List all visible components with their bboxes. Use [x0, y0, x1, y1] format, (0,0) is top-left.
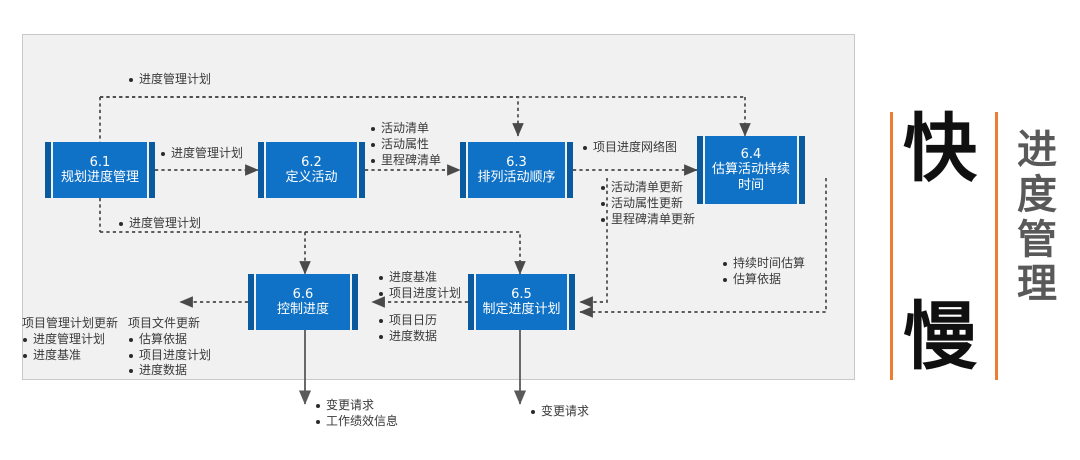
box-edge-right: [149, 142, 155, 198]
accent-rule-right: [995, 112, 998, 380]
big-char-fast: 快: [903, 106, 977, 192]
accent-rule-left: [890, 112, 893, 380]
box-separator-right: [565, 142, 567, 198]
label-header: 项目管理计划更新: [22, 316, 119, 330]
box-edge-right: [569, 274, 575, 330]
box-edge-left: [45, 142, 51, 198]
box-edge-right: [359, 142, 365, 198]
process-box-6-1[interactable]: 6.1 规划进度管理: [45, 142, 155, 198]
box-separator-left: [51, 142, 53, 198]
label-project-doc-updates: 项目文件更新 估算依据 项目进度计划 进度数据: [128, 316, 211, 379]
label-item: 估算依据: [722, 272, 805, 288]
process-number: 6.1: [89, 154, 111, 170]
process-name-line-2: 时间: [737, 177, 764, 193]
label-6-5-to-6-6-top: 进度基准 项目进度计划: [378, 270, 461, 302]
label-pm-plan-updates: 项目管理计划更新 进度管理计划 进度基准: [22, 316, 118, 363]
vertical-title: 进 度 管 理: [1010, 128, 1064, 307]
label-6-1-down: 进度管理计划: [118, 216, 201, 232]
process-number: 6.3: [506, 154, 527, 170]
box-edge-left: [460, 142, 466, 198]
box-separator-right: [797, 136, 799, 204]
label-header: 项目文件更新: [128, 316, 201, 330]
label-item: 变更请求: [315, 398, 398, 414]
box-separator-left: [254, 274, 256, 330]
label-6-2-to-6-3: 活动清单 活动属性 里程碑清单: [370, 121, 441, 168]
box-separator-left: [264, 142, 266, 198]
process-box-6-4[interactable]: 6.4 估算活动持续 时间: [697, 136, 805, 204]
label-item: 进度管理计划: [22, 332, 118, 348]
process-box-6-5[interactable]: 6.5 制定进度计划: [468, 274, 575, 330]
process-number: 6.5: [511, 286, 532, 302]
label-item: 进度基准: [378, 270, 461, 286]
label-item: 进度管理计划: [118, 216, 201, 232]
process-number: 6.4: [740, 147, 762, 162]
vertical-title-char-1: 进: [1017, 127, 1057, 173]
process-name: 控制进度: [276, 302, 329, 317]
label-6-3-to-6-4: 项目进度网络图: [582, 140, 677, 156]
process-name: 规划进度管理: [60, 170, 139, 185]
box-edge-left: [248, 274, 254, 330]
label-item: 项目进度计划: [128, 348, 211, 364]
box-separator-left: [466, 142, 468, 198]
label-6-4-outputs: 持续时间估算 估算依据: [722, 256, 805, 288]
process-number: 6.6: [292, 286, 314, 302]
label-item: 估算依据: [128, 332, 211, 348]
label-item: 活动清单: [370, 121, 441, 137]
box-separator-right: [357, 142, 359, 198]
big-char-slow: 慢: [903, 294, 977, 380]
label-item: 进度数据: [378, 329, 437, 345]
label-item: 项目日历: [378, 313, 437, 329]
process-box-6-2[interactable]: 6.2 定义活动: [258, 142, 365, 198]
box-edge-left: [468, 274, 474, 330]
box-edge-right: [567, 142, 573, 198]
box-edge-right: [352, 274, 358, 330]
box-edge-right: [799, 136, 805, 204]
label-item: 工作绩效信息: [315, 414, 398, 430]
label-6-5-outputs: 变更请求: [530, 404, 589, 420]
label-item: 进度管理计划: [160, 146, 243, 162]
label-item: 里程碑清单更新: [600, 212, 695, 228]
label-item: 活动清单更新: [600, 180, 695, 196]
label-item: 变更请求: [530, 404, 589, 420]
process-name: 制定进度计划: [482, 302, 561, 317]
process-number: 6.2: [301, 154, 322, 170]
label-6-1-to-6-2: 进度管理计划: [160, 146, 243, 162]
label-item: 项目进度网络图: [582, 140, 677, 156]
label-top-feedback: 进度管理计划: [128, 72, 211, 88]
box-separator-right: [350, 274, 352, 330]
vertical-title-char-4: 理: [1017, 261, 1057, 308]
label-item: 里程碑清单: [370, 153, 441, 169]
label-item: 进度数据: [128, 363, 211, 379]
box-edge-left: [258, 142, 264, 198]
box-separator-left: [474, 274, 476, 330]
process-name: 定义活动: [285, 170, 338, 185]
process-name: 排列活动顺序: [477, 170, 556, 185]
box-separator-left: [703, 136, 705, 204]
label-item: 活动属性更新: [600, 196, 695, 212]
vertical-title-char-3: 管: [1017, 216, 1057, 263]
box-edge-left: [697, 136, 703, 204]
process-name-line-1: 估算活动持续: [711, 162, 790, 178]
label-item: 持续时间估算: [722, 256, 805, 272]
vertical-title-char-2: 度: [1017, 171, 1057, 218]
label-item: 项目进度计划: [378, 286, 461, 302]
process-box-6-6[interactable]: 6.6 控制进度: [248, 274, 358, 330]
label-item: 进度管理计划: [128, 72, 211, 88]
box-separator-right: [567, 274, 569, 330]
box-separator-right: [147, 142, 149, 198]
process-box-6-3[interactable]: 6.3 排列活动顺序: [460, 142, 573, 198]
label-6-3-updates: 活动清单更新 活动属性更新 里程碑清单更新: [600, 180, 695, 227]
label-6-6-outputs: 变更请求 工作绩效信息: [315, 398, 398, 430]
label-item: 活动属性: [370, 137, 441, 153]
label-item: 进度基准: [22, 348, 118, 364]
label-6-5-to-6-6-bottom: 项目日历 进度数据: [378, 313, 437, 345]
